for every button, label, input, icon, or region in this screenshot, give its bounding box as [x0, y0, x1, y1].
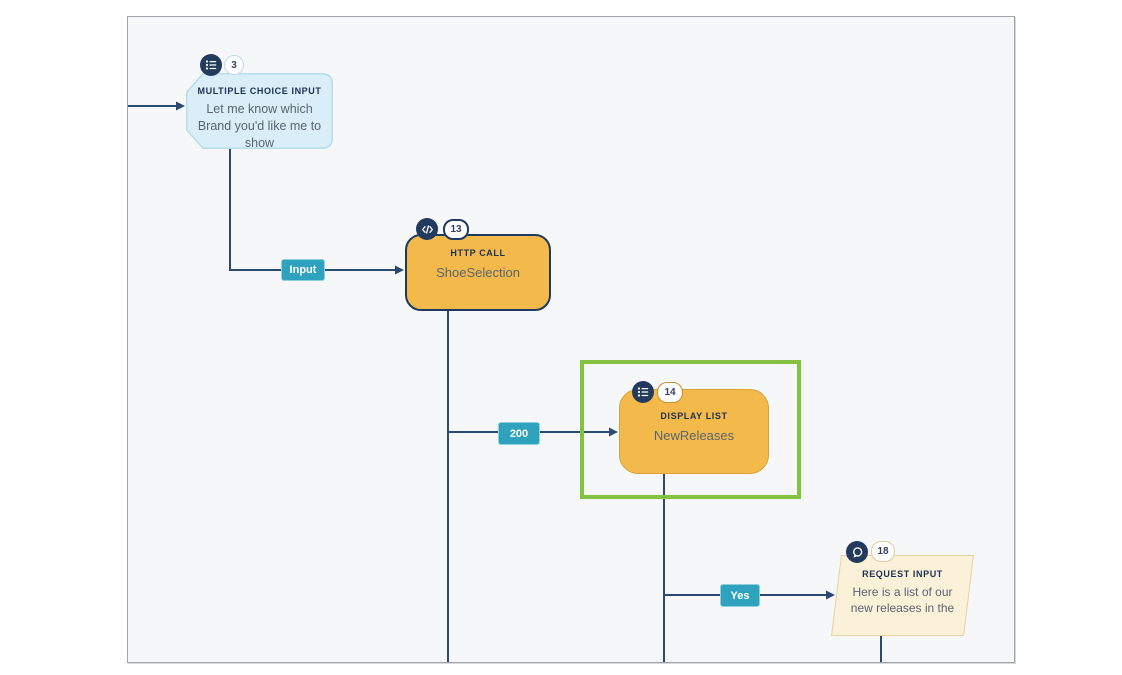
node-body-text: ShoeSelection — [436, 265, 520, 280]
selection-highlight — [580, 360, 801, 499]
node-type-label: HTTP CALL — [450, 248, 506, 258]
node-type-label: DISPLAY LIST — [660, 411, 728, 421]
edge-label-input[interactable]: Input — [281, 259, 325, 281]
edge-node3-to-node13 — [229, 149, 395, 271]
node-badge: 18 — [871, 541, 895, 562]
list-icon — [632, 381, 654, 403]
flow-canvas[interactable]: 3 MULTIPLE CHOICE INPUT Let me know whic… — [127, 16, 1015, 663]
edge-label-yes[interactable]: Yes — [720, 584, 760, 607]
node-badge: 14 — [657, 382, 683, 403]
code-icon — [416, 218, 438, 240]
node-body-text: NewReleases — [653, 428, 735, 443]
node-badge: 3 — [224, 55, 244, 75]
node-shape — [619, 389, 769, 474]
node-multiple-choice-input[interactable]: 3 MULTIPLE CHOICE INPUT Let me know whic… — [186, 54, 333, 150]
node-badge: 13 — [443, 219, 469, 240]
node-display-list[interactable]: 14 DISPLAY LIST NewReleases — [619, 381, 769, 474]
node-shape — [186, 73, 333, 149]
node-type-label: REQUEST INPUT — [862, 569, 943, 579]
list-icon — [200, 54, 222, 76]
node-body-text: Let me know which Brand you'd like me to… — [197, 102, 322, 150]
node-http-call[interactable]: 13 HTTP CALL ShoeSelection — [405, 218, 551, 311]
node-body-text: Here is a list of our new releases in th… — [850, 585, 955, 615]
edge-label-200[interactable]: 200 — [498, 422, 540, 445]
node-shape — [405, 234, 551, 311]
node-request-input[interactable]: 18 REQUEST INPUT Here is a list of our n… — [831, 541, 974, 636]
node-type-label: MULTIPLE CHOICE INPUT — [197, 86, 322, 96]
arrowheads — [176, 101, 835, 600]
chat-icon — [846, 541, 868, 563]
